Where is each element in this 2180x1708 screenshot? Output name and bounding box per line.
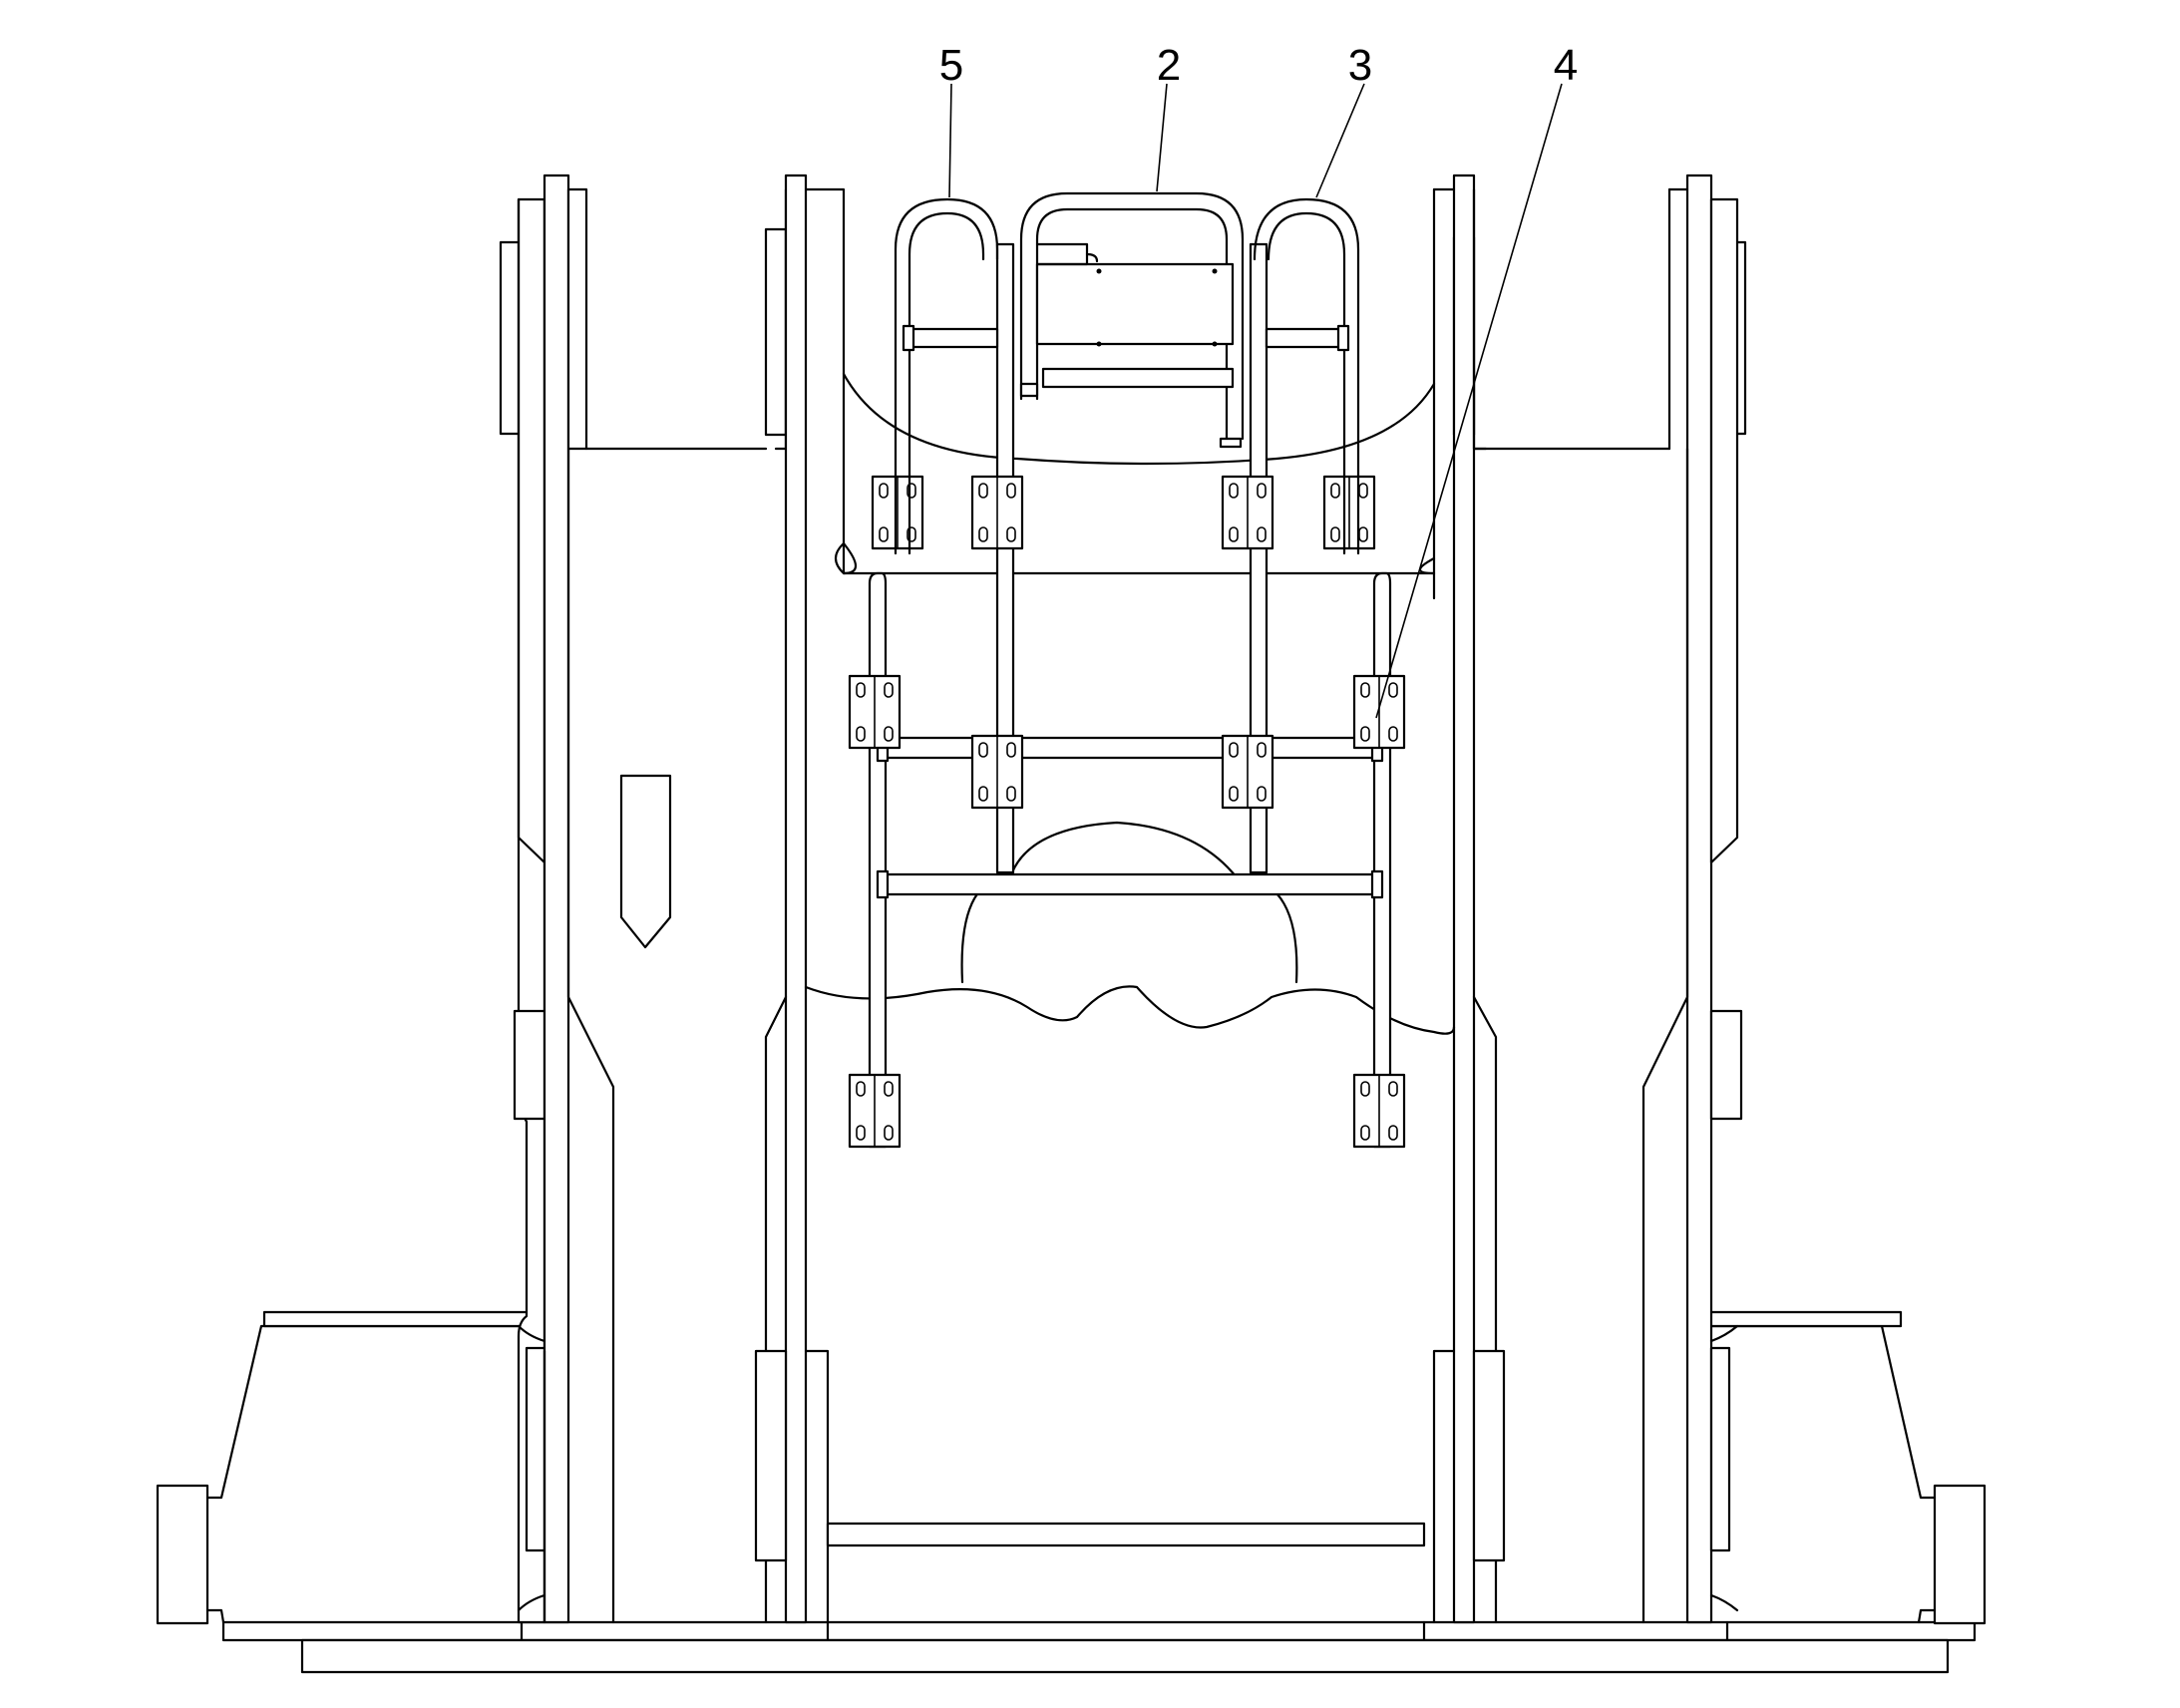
upper-saddle xyxy=(834,372,1436,575)
bolt-slot xyxy=(978,786,988,802)
callout-3: 3 xyxy=(1348,41,1372,90)
long-rails xyxy=(995,242,1269,874)
inner-left-column xyxy=(754,173,846,1624)
leader-5 xyxy=(948,83,952,198)
base-plates xyxy=(221,1620,1977,1674)
center-handrail xyxy=(1019,191,1245,449)
left-foot xyxy=(156,1310,547,1625)
bolt-slot xyxy=(1257,526,1267,542)
bolt-slot xyxy=(1388,682,1398,698)
bolt-slot xyxy=(1388,1081,1398,1097)
bolt-slot xyxy=(1006,786,1016,802)
bolt-slot xyxy=(1360,726,1370,742)
inner-right-column xyxy=(1432,173,1506,1624)
leader-2 xyxy=(1156,83,1168,192)
bolt-slot xyxy=(978,526,988,542)
bolt-slot xyxy=(879,483,889,499)
bolt-slot xyxy=(1229,786,1239,802)
center-drum xyxy=(804,821,1456,1035)
callouts: 5 2 3 4 xyxy=(939,41,1578,719)
bolt-slot xyxy=(856,1125,866,1141)
bolt-slot xyxy=(978,483,988,499)
bolt-slot xyxy=(1330,526,1340,542)
bolt-slot xyxy=(1006,742,1016,758)
bolt-slot xyxy=(1257,786,1267,802)
leader-4 xyxy=(1375,83,1563,719)
bolt-slot xyxy=(884,682,894,698)
bolt-slot xyxy=(884,726,894,742)
bolt-slot xyxy=(1330,483,1340,499)
bolt-slot xyxy=(1229,526,1239,542)
right-foot xyxy=(1699,1310,1987,1625)
bolt-slot xyxy=(1229,483,1239,499)
bolt-slot xyxy=(1360,682,1370,698)
bolt-slot xyxy=(1229,742,1239,758)
outer-right-column xyxy=(1641,173,1747,1624)
bolt-slot xyxy=(1360,1081,1370,1097)
ladder xyxy=(868,571,1392,1149)
bolt-slot xyxy=(1360,1125,1370,1141)
right-handrail xyxy=(1253,197,1360,555)
bolt-slot xyxy=(1257,483,1267,499)
callout-2: 2 xyxy=(1157,41,1181,90)
leader-3 xyxy=(1315,83,1365,198)
outer-left-column xyxy=(499,173,615,1624)
cross-members xyxy=(584,447,1671,1547)
left-handrail xyxy=(894,197,999,555)
bolt-slot xyxy=(1257,742,1267,758)
bolt-slot xyxy=(978,742,988,758)
mounting-brackets xyxy=(848,475,1406,1149)
bolt-slot xyxy=(1006,483,1016,499)
bolt-slot xyxy=(1388,1125,1398,1141)
pointer-mark xyxy=(619,774,672,949)
bolt-slot xyxy=(856,726,866,742)
bolt-slot xyxy=(1006,526,1016,542)
bolt-slot xyxy=(856,682,866,698)
callout-5: 5 xyxy=(939,41,963,90)
callout-4: 4 xyxy=(1554,41,1578,90)
bolt-slot xyxy=(884,1125,894,1141)
bolt-slot xyxy=(1388,726,1398,742)
bolt-slot xyxy=(879,526,889,542)
bolt-slot xyxy=(907,483,916,499)
bolt-slot xyxy=(856,1081,866,1097)
bolt-slot xyxy=(884,1081,894,1097)
bolt-slot xyxy=(907,526,916,542)
